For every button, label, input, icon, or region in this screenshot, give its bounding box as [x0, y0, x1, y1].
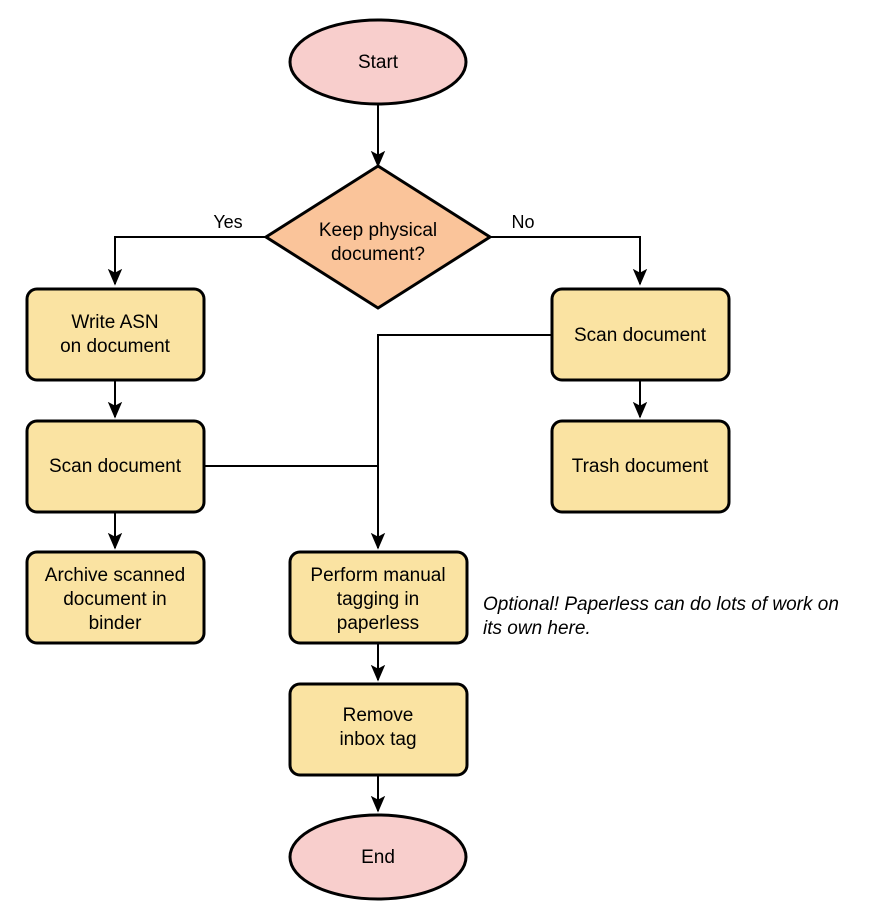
node-manual-tagging[interactable]: Perform manual tagging in paperless: [288, 550, 469, 645]
node-scan-document-right[interactable]: Scan document: [550, 287, 731, 382]
scan-left-label: Scan document: [49, 456, 182, 477]
end-ellipse: [288, 813, 468, 901]
remove-inbox-label-line2: inbox tag: [339, 729, 416, 750]
edge-label-no: No: [511, 212, 534, 232]
end-label: End: [361, 847, 395, 868]
start-ellipse: [288, 18, 468, 106]
decision-label-line1: Keep physical: [319, 220, 437, 241]
node-write-asn[interactable]: Write ASN on document: [25, 287, 206, 382]
node-archive-scanned-document[interactable]: Archive scanned document in binder: [25, 550, 206, 645]
scan-left-rect: [25, 419, 206, 514]
node-remove-inbox-tag[interactable]: Remove inbox tag: [288, 682, 469, 777]
edge-decision-no-to-scan-right: [490, 236, 648, 286]
edge-label-yes: Yes: [213, 212, 242, 232]
write-asn-label-line2: on document: [60, 336, 171, 357]
optional-note-line2: its own here.: [483, 618, 591, 639]
remove-inbox-label-line1: Remove: [343, 705, 414, 726]
node-start[interactable]: Start: [288, 18, 468, 106]
edge-decision-yes-to-write-asn: [107, 236, 266, 286]
write-asn-label-line1: Write ASN: [71, 312, 158, 333]
start-label: Start: [358, 52, 399, 73]
scan-right-label: Scan document: [574, 325, 707, 346]
manual-tagging-label-line1: Perform manual: [310, 565, 445, 586]
node-end[interactable]: End: [288, 813, 468, 901]
optional-note-line1: Optional! Paperless can do lots of work …: [483, 594, 839, 615]
edges-layer: [107, 100, 648, 813]
decision-diamond: [263, 164, 493, 310]
manual-tagging-label-line3: paperless: [337, 613, 419, 634]
remove-inbox-rect: [288, 682, 469, 777]
archive-label-line1: Archive scanned: [45, 565, 185, 586]
archive-label-line3: binder: [89, 613, 142, 634]
node-trash-document[interactable]: Trash document: [550, 419, 731, 514]
node-decision-keep-physical-document[interactable]: Keep physical document?: [263, 164, 493, 310]
annotation-optional-note: Optional! Paperless can do lots of work …: [483, 594, 839, 639]
manual-tagging-rect: [288, 550, 469, 645]
node-scan-document-left[interactable]: Scan document: [25, 419, 206, 514]
manual-tagging-label-line2: tagging in: [337, 589, 419, 610]
archive-rect: [25, 550, 206, 645]
write-asn-rect: [25, 287, 206, 382]
trash-rect: [550, 419, 731, 514]
archive-label-line2: document in: [63, 589, 167, 610]
scan-right-rect: [550, 287, 731, 382]
edge-scan-right-to-manual-tagging: [370, 334, 552, 550]
decision-label-line2: document?: [331, 244, 425, 265]
trash-label: Trash document: [572, 456, 709, 477]
